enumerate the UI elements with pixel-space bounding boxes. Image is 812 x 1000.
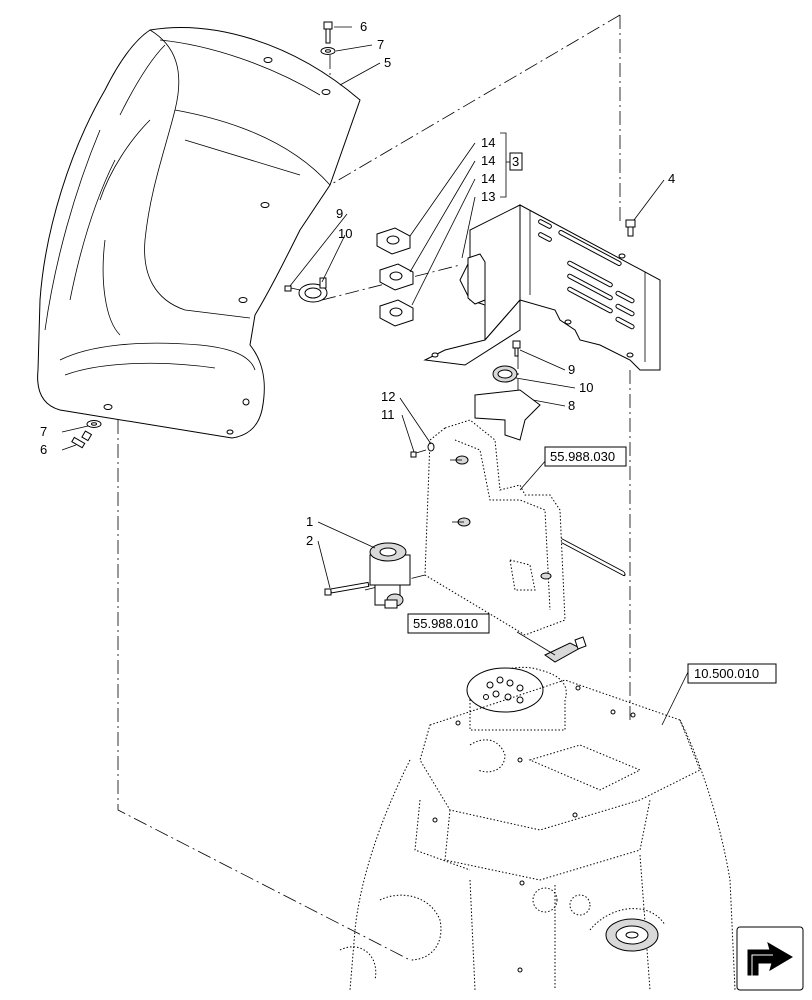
reference-55-988-010[interactable]: 55.988.010	[407, 613, 490, 634]
callout-10-left: 10	[338, 226, 352, 241]
callout-6-bottom: 6	[40, 442, 47, 457]
callout-7-top: 7	[377, 37, 384, 52]
valve-bank	[483, 676, 524, 704]
clip-nut-3	[379, 299, 414, 327]
reference-55-988-030-label: 55.988.030	[550, 449, 615, 464]
callout-8: 8	[568, 398, 575, 413]
callout-11: 11	[381, 407, 395, 422]
solenoid-valve	[369, 542, 411, 609]
bolt-top	[323, 21, 333, 44]
hose-clamp-right	[492, 365, 518, 383]
screw-right	[512, 340, 521, 357]
callout-9-right: 9	[568, 362, 575, 377]
callout-14-c: 14	[481, 171, 495, 186]
callout-1: 1	[306, 514, 313, 529]
bolt-4	[625, 219, 636, 237]
bracket-slots	[538, 219, 635, 577]
callout-13: 13	[481, 189, 495, 204]
callout-6-top: 6	[360, 19, 367, 34]
callout-10-right: 10	[579, 380, 593, 395]
main-bracket	[423, 204, 661, 577]
washer-bottom	[86, 420, 102, 428]
bracket-plate-13	[467, 253, 486, 305]
arrow-navigation-icon[interactable]	[736, 926, 804, 991]
callout-3-box	[509, 152, 523, 171]
fender-panel	[37, 27, 361, 439]
leader-lines	[61, 26, 689, 726]
callout-14-b: 14	[481, 153, 495, 168]
bracket-8	[474, 389, 541, 441]
callout-2: 2	[306, 533, 313, 548]
callout-9-left: 9	[336, 206, 343, 221]
bolt-2	[324, 581, 370, 596]
screw-left	[284, 285, 301, 292]
callout-12: 12	[381, 389, 395, 404]
screw-11	[410, 449, 427, 458]
hose-clamp-left	[298, 277, 328, 303]
washer-top	[320, 47, 336, 55]
bolt-bottom	[71, 430, 93, 449]
callout-labels: 6 7 5 14 14 14 13 3 4 9 10 9 10 8 12 11 …	[40, 19, 675, 548]
washer-12	[427, 442, 435, 452]
reference-55-988-010-label: 55.988.010	[413, 616, 478, 631]
callout-3: 3	[512, 154, 519, 169]
mounting-plate	[424, 419, 566, 636]
tractor-frame	[339, 666, 736, 991]
callout-7-bottom: 7	[40, 424, 47, 439]
reference-10-500-010[interactable]: 10.500.010	[687, 663, 777, 684]
clip-nut-2	[379, 263, 414, 291]
wire-connector	[544, 636, 587, 663]
reference-10-500-010-label: 10.500.010	[694, 666, 759, 681]
callout-5: 5	[384, 55, 391, 70]
reference-55-988-030[interactable]: 55.988.030	[544, 446, 627, 467]
clip-nut-1	[376, 227, 411, 255]
callout-14-a: 14	[481, 135, 495, 150]
callout-4: 4	[668, 171, 675, 186]
